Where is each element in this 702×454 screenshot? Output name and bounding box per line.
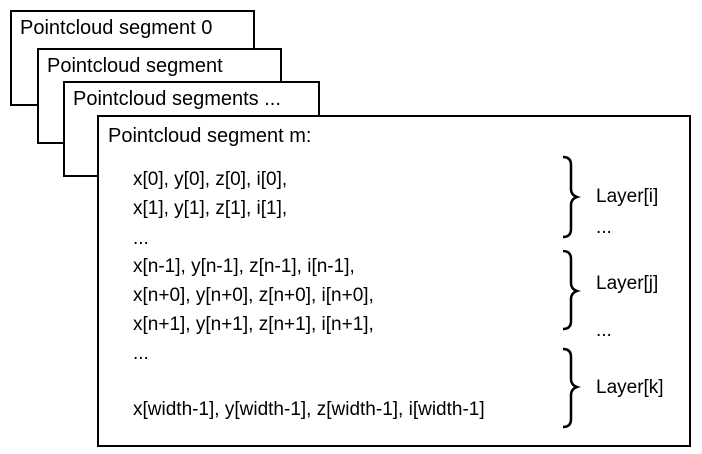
brace-layer-i <box>562 155 581 239</box>
layer-k-label: Layer[k] <box>596 377 664 398</box>
point-row-n-plus-0: x[n+0], y[n+0], z[n+0], i[n+0], <box>133 285 374 306</box>
point-row-width-minus-1: x[width-1], y[width-1], z[width-1], i[wi… <box>133 399 485 420</box>
layer-ellipsis-1: ... <box>596 217 612 238</box>
layer-ellipsis-2: ... <box>596 320 612 341</box>
layer-j-label: Layer[j] <box>596 273 659 294</box>
pointcloud-segment-m-box: Pointcloud segment m: x[0], y[0], z[0], … <box>97 115 691 447</box>
segment-m-title: Pointcloud segment m: <box>108 125 312 147</box>
point-row-n-minus-1: x[n-1], y[n-1], z[n-1], i[n-1], <box>133 256 355 277</box>
point-row-1: x[1], y[1], z[1], i[1], <box>133 198 288 219</box>
point-row-n-plus-1: x[n+1], y[n+1], z[n+1], i[n+1], <box>133 314 374 335</box>
segments-ellipsis-title: Pointcloud segments ... <box>73 88 281 110</box>
point-row-ellipsis-1: ... <box>133 228 149 249</box>
layer-braces <box>562 155 581 429</box>
brace-layer-j <box>562 249 581 331</box>
brace-layer-k <box>562 347 581 429</box>
segment-0-title: Pointcloud segment 0 <box>20 17 213 39</box>
layer-i-label: Layer[i] <box>596 186 659 207</box>
point-row-0: x[0], y[0], z[0], i[0], <box>133 169 288 190</box>
segment-1-title: Pointcloud segment <box>47 55 223 77</box>
point-row-ellipsis-2: ... <box>133 343 149 364</box>
